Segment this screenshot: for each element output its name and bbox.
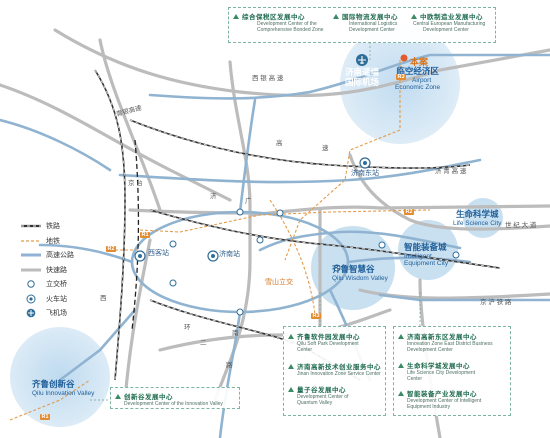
interchanges (169, 208, 460, 316)
callout-item: 中欧制造业发展中心 Central European Manufacturing… (411, 14, 486, 33)
triangle-icon (115, 394, 121, 399)
map-legend: 铁路 地铁 高速公路 快速路 立交桥 火车站 飞机场 (20, 219, 74, 321)
road-label: 二 (200, 340, 207, 347)
triangle-icon (398, 363, 404, 368)
route-badge: R3 (396, 74, 407, 80)
innovation-valley-circle (10, 327, 110, 427)
route-badge: R2 (106, 246, 117, 252)
road-label: 环 (184, 324, 191, 331)
legend-item: 快速路 (20, 263, 74, 278)
road-label: 京 沪 铁 路 (480, 299, 512, 306)
airport-label: 济南遥墙 国际机场 (345, 67, 380, 87)
legend-item: 地铁 (20, 234, 74, 249)
road-label: 济 青 高 速 (435, 168, 467, 175)
callout-leaders (90, 42, 421, 401)
road-label: 路 (226, 362, 233, 369)
triangle-icon (233, 14, 239, 19)
station-symbols (134, 157, 371, 262)
equipment-circle (398, 220, 458, 280)
airport-icon (26, 308, 36, 318)
callout-item: 创新谷发展中心 Development Center of the Innova… (115, 391, 223, 407)
triangle-icon (333, 14, 339, 19)
east-station-label: 济南东站 (351, 170, 379, 177)
legend-item: 火车站 (20, 292, 74, 307)
triangle-icon (398, 334, 404, 339)
triangle-icon (411, 14, 417, 19)
route-badge: R3 (311, 313, 322, 319)
wisdom-valley-label: 齐鲁智慧谷 Qilu Wisdom Valley (332, 264, 388, 282)
triangle-icon (288, 334, 294, 339)
life-science-label: 生命科学城 Life Science City (453, 209, 502, 227)
callout-item: 综合保税区发展中心 Development Center of the Comp… (233, 11, 323, 33)
legend-item: 立交桥 (20, 277, 74, 292)
legend-item: 铁路 (20, 219, 74, 234)
western-rail (131, 139, 140, 331)
project-marker (400, 54, 408, 62)
equipment-label: 智能装备城 Intelligent Equipment City (404, 242, 449, 268)
airport-icon (356, 54, 368, 66)
road-label: 济 (210, 193, 217, 200)
triangle-icon (288, 364, 294, 369)
interchange-label: 雪山立交 (265, 279, 293, 286)
callout-item: 智能装备产业发展中心 Development Center of Intelli… (398, 388, 481, 410)
top-callout-box: 综合保税区发展中心 Development Center of the Comp… (228, 7, 496, 43)
road-label: 速 (322, 145, 329, 152)
jinan-station-label: 济南站 (219, 251, 240, 258)
railways (94, 69, 501, 381)
legend-item: 高速公路 (20, 248, 74, 263)
interchange-icon (27, 280, 35, 288)
expressway-icon (21, 268, 41, 272)
road-label: 西 (100, 295, 107, 302)
bottom-callout-box: 创新谷发展中心 Development Center of the Innova… (110, 387, 240, 409)
route-badge: R1 (140, 232, 151, 238)
route-badge: R2 (404, 209, 415, 215)
callout-item: 济南高新技术创业服务中心 Jinan Innovation Zone Servi… (288, 361, 381, 377)
road-label: 世 纪 大 道 (505, 222, 537, 229)
road-label: 南 (232, 330, 239, 337)
innovation-valley-label: 齐鲁创新谷 Qilu Innovation Valley (32, 379, 95, 397)
mid-right-callout-box: 济南高新东区发展中心 Innovation Zone East District… (393, 326, 511, 416)
legend-item: 飞机场 (20, 306, 74, 321)
callout-item: 齐鲁软件园发展中心 Qilu Soft Park Development Cen… (288, 331, 360, 353)
mid-left-callout-box: 齐鲁软件园发展中心 Qilu Soft Park Development Cen… (283, 326, 386, 416)
road-label: 京 台 (128, 180, 143, 187)
airport-zone-label: 临空经济区 Airport Economic Zone (395, 66, 441, 92)
triangle-icon (398, 391, 404, 396)
callout-item: 生命科学城发展中心 Life Science City Development … (398, 360, 475, 382)
callout-item: 国际物流发展中心 International Logistics Develop… (333, 11, 398, 33)
metro-icon (21, 240, 41, 242)
west-station-label: 西客站 (148, 250, 169, 257)
rail-icon (21, 225, 41, 228)
road-label: 高 (276, 140, 283, 147)
station-icon (26, 294, 36, 304)
callout-item: 量子谷发展中心 Development Center of Quantum Va… (288, 384, 348, 406)
road-label: 西 银 高 速 (252, 75, 284, 82)
highway-icon (21, 253, 41, 257)
route-badge: R1 (40, 414, 51, 420)
callout-item: 济南高新东区发展中心 Innovation Zone East District… (398, 331, 493, 353)
road-label: 广 (245, 198, 252, 205)
project-label: 本案 (410, 57, 429, 67)
triangle-icon (288, 387, 294, 392)
